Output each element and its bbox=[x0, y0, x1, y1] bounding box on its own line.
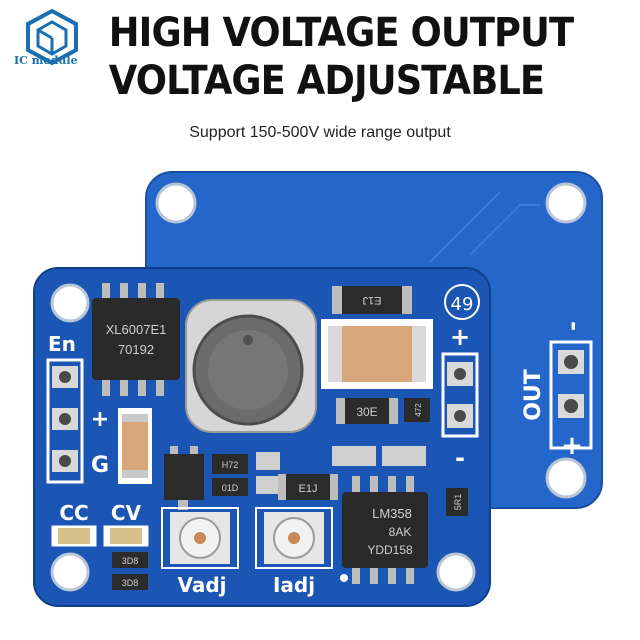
headline-line-2: VOLTAGE ADJUSTABLE bbox=[108, 58, 545, 104]
iadj-label: Iadj bbox=[273, 573, 315, 597]
board-number: 49 bbox=[451, 294, 474, 315]
hexagon-cube-icon bbox=[26, 8, 78, 66]
smd-30e: 30E bbox=[336, 398, 398, 424]
brand-logo-text: IC module bbox=[14, 54, 78, 67]
mounting-hole bbox=[545, 182, 587, 224]
iadj-potentiometer bbox=[255, 507, 333, 569]
cc-label: CC bbox=[59, 501, 88, 525]
chip-lm358: LM358 8AK YDD158 bbox=[342, 476, 428, 584]
smd-3d8-a: 3D8 bbox=[112, 552, 148, 568]
out-terminal-outline bbox=[549, 340, 593, 450]
right-plus-label: + bbox=[450, 323, 470, 351]
mounting-hole bbox=[155, 182, 197, 224]
smd-472: 472 bbox=[404, 398, 430, 422]
chip2-marking-1: LM358 bbox=[372, 506, 412, 521]
smd-3d8-b-marking: 3D8 bbox=[122, 578, 139, 588]
out-minus-label: - bbox=[558, 321, 586, 331]
subtitle: Support 150-500V wide range output bbox=[189, 124, 451, 141]
chip2-marking-2: 8AK bbox=[389, 525, 412, 539]
smd-h72: H72 bbox=[212, 454, 248, 474]
smd-3d8-b: 3D8 bbox=[112, 574, 148, 590]
out-label: OUT bbox=[521, 369, 546, 421]
mounting-hole bbox=[436, 552, 476, 592]
mounting-hole bbox=[50, 283, 90, 323]
chip2-marking-3: YDD158 bbox=[367, 543, 413, 557]
out-plus-label: + bbox=[561, 431, 583, 461]
smd-01d-marking: 01D bbox=[222, 483, 239, 493]
mosfet bbox=[164, 446, 204, 510]
smd-diode: E1J bbox=[332, 286, 412, 314]
tantalum-capacitor bbox=[118, 408, 152, 484]
smd-e1j: E1J bbox=[278, 474, 338, 500]
chip1-marking-1: XL6007E1 bbox=[106, 322, 167, 337]
smd-5r1-marking: 5R1 bbox=[453, 494, 463, 511]
cv-label: CV bbox=[111, 501, 142, 525]
chip-xl6007: XL6007E1 70192 bbox=[92, 283, 180, 396]
smd-472-marking: 472 bbox=[414, 403, 423, 417]
en-label: En bbox=[48, 332, 76, 356]
diode-marking: E1J bbox=[363, 294, 382, 306]
mounting-hole bbox=[50, 552, 90, 592]
headline-line-1: HIGH VOLTAGE OUTPUT bbox=[108, 10, 574, 56]
smd-5r1: 5R1 bbox=[446, 488, 468, 516]
smd-capacitor bbox=[321, 319, 433, 389]
smd-resistor bbox=[256, 476, 280, 494]
smd-e1j-marking: E1J bbox=[299, 483, 318, 495]
vadj-label: Vadj bbox=[177, 573, 226, 597]
mounting-hole bbox=[545, 457, 587, 499]
smd-01d: 01D bbox=[212, 478, 248, 496]
inductor bbox=[185, 299, 317, 433]
smd-3d8-a-marking: 3D8 bbox=[122, 556, 139, 566]
smd-resistor bbox=[256, 452, 280, 470]
chip1-marking-2: 70192 bbox=[118, 342, 154, 357]
input-plus-label: + bbox=[91, 407, 109, 432]
right-minus-label: - bbox=[455, 444, 465, 472]
smd-h72-marking: H72 bbox=[222, 460, 239, 470]
front-board: 49 En + G + - XL6007E1 70192 bbox=[33, 267, 491, 607]
smd-30e-marking: 30E bbox=[356, 405, 377, 419]
ground-label: G bbox=[91, 453, 109, 478]
vadj-potentiometer bbox=[161, 507, 239, 569]
smd-capacitor-small bbox=[382, 446, 426, 466]
smd-capacitor-small bbox=[332, 446, 376, 466]
